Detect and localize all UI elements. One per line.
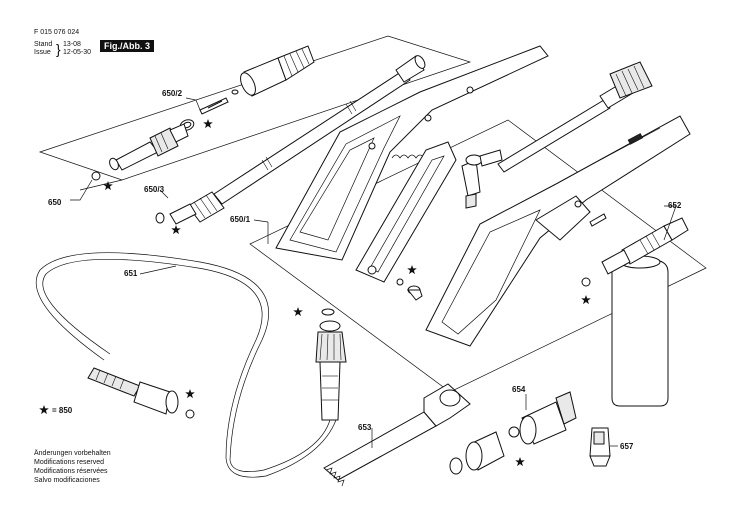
trigger-spring: [391, 154, 425, 159]
star-marker: [203, 119, 213, 129]
nozzle-insert: [91, 123, 189, 181]
rotary-nozzle: [589, 427, 611, 467]
footer-line-es: Salvo modificaciones: [34, 477, 100, 484]
footer-line-en: Modifications reserved: [34, 459, 105, 466]
saw-blade: [323, 383, 471, 487]
issue-label: Issue: [34, 49, 51, 56]
small-pin: [199, 89, 239, 115]
stand-label: Stand: [34, 41, 53, 48]
callout-650: 650: [48, 198, 62, 207]
document-number: F 015 076 024: [34, 29, 80, 36]
callout-654: 654: [512, 385, 526, 394]
callout-652: 652: [668, 201, 682, 210]
lance-coupling: [155, 191, 225, 225]
stand-value: 13-08: [63, 41, 81, 48]
adapter-set: [449, 391, 577, 475]
callout-651: 651: [124, 269, 138, 278]
assembled-spray-gun: [425, 115, 691, 347]
hose-gun-connector: [315, 308, 347, 421]
star-marker: [581, 295, 591, 305]
callout-650-2: 650/2: [162, 89, 183, 98]
valve-fitting: [461, 149, 503, 209]
legend-star-text: = 850: [52, 406, 73, 415]
figure-label: Fig./Abb. 3: [100, 40, 154, 52]
detergent-bottle: [581, 217, 689, 407]
issue-value: 12-05-30: [63, 49, 92, 56]
trigger-pin: [396, 278, 423, 301]
footer-line-de: Änderungen vorbehalten: [34, 450, 111, 457]
trigger-lever: [355, 141, 457, 283]
star-marker: [185, 389, 195, 399]
callout-657: 657: [620, 442, 634, 451]
nozzle-cap: [240, 45, 315, 97]
gun-housing-left-half: [275, 45, 549, 261]
callout-650-3: 650/3: [144, 185, 165, 194]
star-marker: [293, 307, 303, 317]
legend-star-icon: [39, 405, 49, 415]
gun-lance-extension: [497, 61, 653, 173]
star-marker: [171, 225, 181, 235]
star-marker: [407, 265, 417, 275]
header-brace: }: [56, 41, 61, 57]
star-marker: [515, 457, 525, 467]
footer-line-fr: Modifications réservées: [34, 468, 108, 475]
callout-653: 653: [358, 423, 372, 432]
lance-tube: [213, 55, 426, 205]
high-pressure-hose: [35, 252, 337, 478]
callout-650-1: 650/1: [230, 215, 251, 224]
